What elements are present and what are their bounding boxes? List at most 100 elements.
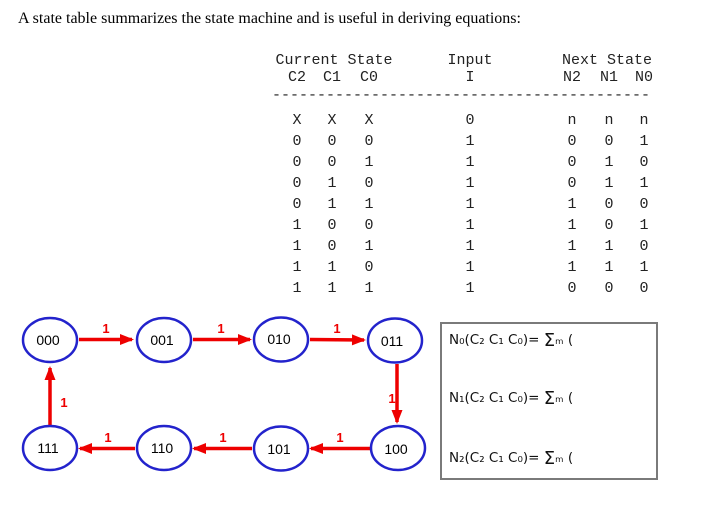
group-header-input: Input — [447, 52, 493, 69]
state-label: 010 — [267, 331, 291, 347]
transition-label: 1 — [219, 430, 226, 445]
sigma-symbol: Σ — [543, 448, 556, 469]
table-cell: n — [639, 112, 649, 129]
table-row: 1 1 1 1 0 0 0 — [272, 278, 672, 299]
table-cell: 1 — [604, 175, 614, 192]
state-circle-010 — [252, 316, 310, 363]
table-cell: 0 — [292, 154, 302, 171]
table-cell: 1 — [639, 133, 649, 150]
table-cell: 1 — [465, 217, 475, 234]
equation-n2: N₂(C₂ C₁ C₀)= Σₘ ( — [449, 448, 573, 469]
state-diagram: 000 001 010 011 111 110 101 100 1 1 1 1 … — [21, 316, 427, 472]
table-cell: 1 — [604, 259, 614, 276]
table-cell: 0 — [465, 112, 475, 129]
equation-n0: N₀(C₂ C₁ C₀)= Σₘ ( — [449, 330, 573, 351]
state-label: 110 — [151, 440, 174, 456]
table-cell: 1 — [465, 238, 475, 255]
table-cell: 1 — [567, 259, 577, 276]
table-cell: 0 — [292, 133, 302, 150]
col-header-c1: C1 — [322, 69, 341, 86]
table-cell: 1 — [292, 217, 302, 234]
state-label: 101 — [267, 441, 291, 457]
table-cell: 0 — [639, 238, 649, 255]
table-cell: 1 — [364, 196, 374, 213]
table-cell: 0 — [327, 217, 337, 234]
table-cell: 0 — [292, 175, 302, 192]
transition-label: 1 — [102, 321, 109, 336]
table-cell: 1 — [604, 238, 614, 255]
state-table: Current State Input Next State C2 C1 C0 … — [272, 52, 672, 299]
table-cell: 1 — [604, 154, 614, 171]
table-cell: 0 — [604, 217, 614, 234]
transition-label: 1 — [104, 430, 111, 445]
transition-label: 1 — [60, 395, 67, 410]
table-cell: 1 — [327, 196, 337, 213]
table-cell: 1 — [465, 196, 475, 213]
state-circle-001 — [135, 316, 193, 364]
table-cell: 1 — [364, 238, 374, 255]
table-row: 1 1 0 1 1 1 1 — [272, 257, 672, 278]
table-cell: 0 — [639, 154, 649, 171]
sigma-symbol: Σ — [543, 330, 556, 351]
equation-tail: ₘ ( — [555, 332, 574, 348]
state-label: 000 — [36, 332, 60, 348]
table-cell: 1 — [465, 175, 475, 192]
table-cell: n — [604, 112, 614, 129]
table-cell: 0 — [364, 175, 374, 192]
table-column-header-row: C2 C1 C0 I N2 N1 N0 — [272, 69, 672, 86]
table-row: 1 0 1 1 1 1 0 — [272, 236, 672, 257]
table-cell: 1 — [292, 259, 302, 276]
state-label: 001 — [150, 332, 174, 348]
table-row: 1 0 0 1 1 0 1 — [272, 215, 672, 236]
table-cell: 1 — [465, 133, 475, 150]
group-header-current-state: Current State — [275, 52, 393, 69]
state-label: 100 — [384, 441, 408, 457]
table-cell: 0 — [639, 280, 649, 297]
state-label: 111 — [37, 440, 58, 456]
table-cell: 1 — [364, 280, 374, 297]
state-label: 011 — [381, 333, 404, 349]
equation-tail: ₘ ( — [555, 450, 574, 466]
state-circle-000 — [21, 316, 79, 364]
transition-label: 1 — [217, 321, 224, 336]
table-cell: 0 — [567, 154, 577, 171]
table-cell: 0 — [604, 133, 614, 150]
equation-n1: N₁(C₂ C₁ C₀)= Σₘ ( — [449, 388, 573, 409]
transition-label: 1 — [333, 321, 340, 336]
page-title: A state table summarizes the state machi… — [18, 10, 521, 27]
equation-tail: ₘ ( — [555, 390, 574, 406]
equation-lhs: N₁(C₂ C₁ C₀)= — [449, 390, 544, 406]
table-cell: 1 — [327, 259, 337, 276]
equation-lhs: N₂(C₂ C₁ C₀)= — [449, 450, 544, 466]
equation-lhs: N₀(C₂ C₁ C₀)= — [449, 332, 544, 348]
table-cell: 0 — [567, 280, 577, 297]
table-cell: 1 — [567, 238, 577, 255]
group-header-next-state: Next State — [561, 52, 652, 69]
table-cell: X — [364, 112, 374, 129]
table-cell: 0 — [364, 259, 374, 276]
table-row: 0 1 0 1 0 1 1 — [272, 173, 672, 194]
table-body: X X X 0 n n n 0 0 0 1 0 0 1 0 0 1 1 — [272, 110, 672, 299]
table-cell: 0 — [604, 196, 614, 213]
table-cell: 1 — [639, 259, 649, 276]
table-cell: 0 — [327, 238, 337, 255]
table-row: 0 1 1 1 1 0 0 — [272, 194, 672, 215]
transition-label: 1 — [388, 391, 395, 406]
table-cell: 1 — [465, 154, 475, 171]
col-header-n0: N0 — [634, 69, 653, 86]
table-cell: 0 — [327, 133, 337, 150]
state-circle-011 — [366, 317, 424, 364]
table-cell: X — [327, 112, 337, 129]
table-cell: 0 — [639, 196, 649, 213]
table-group-header-row: Current State Input Next State — [272, 52, 672, 69]
transition-label: 1 — [336, 430, 343, 445]
table-cell: X — [292, 112, 302, 129]
col-header-n1: N1 — [600, 69, 619, 86]
state-circle-101 — [252, 425, 310, 472]
table-cell: 0 — [364, 217, 374, 234]
table-cell: 1 — [327, 175, 337, 192]
table-cell: 1 — [364, 154, 374, 171]
transition-arrow-010-011 — [309, 334, 366, 346]
table-row: X X X 0 n n n — [272, 110, 672, 131]
table-cell: 1 — [639, 175, 649, 192]
